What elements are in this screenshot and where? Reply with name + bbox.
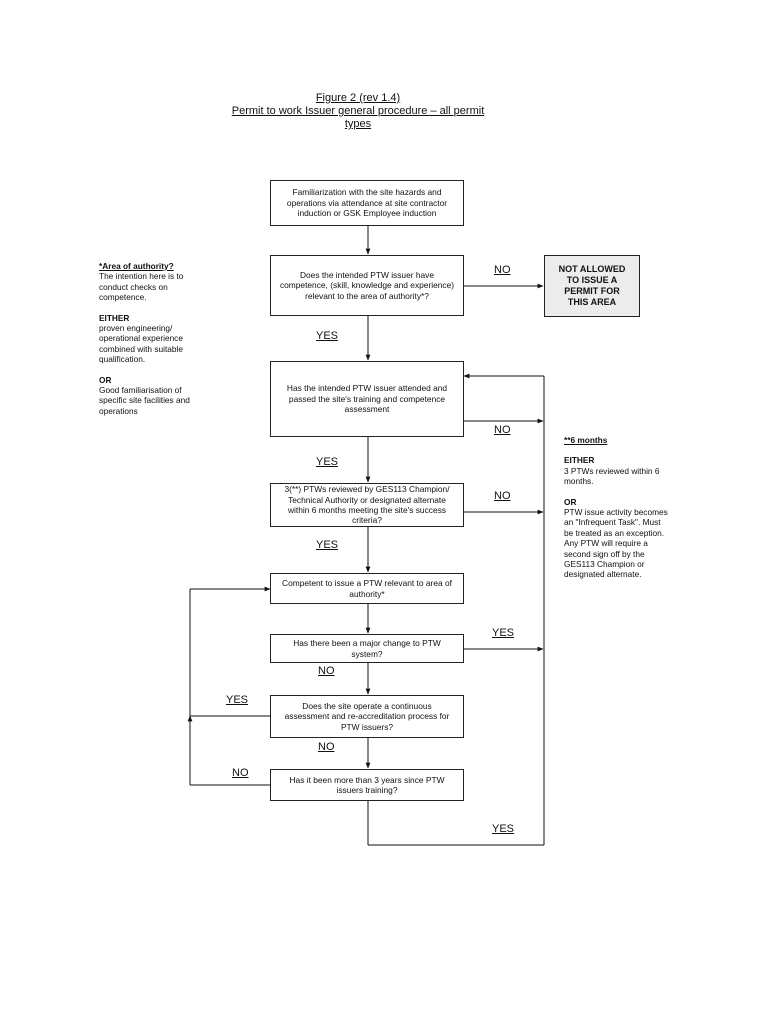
label-no-reviewed: NO: [494, 490, 511, 502]
box-competent: Competent to issue a PTW relevant to are…: [270, 573, 464, 604]
note-right-either-text: 3 PTWs reviewed within 6 months.: [564, 465, 660, 487]
label-yes-training: YES: [316, 456, 339, 468]
box-reviewed-question: 3(**) PTWs reviewed by GES113 Champion/ …: [270, 483, 464, 527]
note-right-or: OR: [564, 496, 577, 507]
label-yes-reviewed: YES: [316, 539, 339, 551]
label-no-major-change: NO: [318, 665, 335, 677]
box-three-years-question: Has it been more than 3 years since PTW …: [270, 769, 464, 801]
label-no-three-years: NO: [232, 767, 249, 779]
label-yes-major-change: YES: [492, 627, 515, 639]
box-continuous-question: Does the site operate a continuous asses…: [270, 695, 464, 738]
figure-title-line2: Permit to work Issuer general procedure …: [231, 105, 485, 117]
label-yes-continuous: YES: [226, 694, 249, 706]
note-left-or: OR: [99, 374, 112, 385]
note-left-intro: The intention here is to conduct checks …: [99, 271, 184, 303]
label-no-competence: NO: [494, 264, 511, 276]
note-six-months: **6 months EITHER 3 PTWs reviewed within…: [564, 435, 670, 580]
note-left-either: EITHER: [99, 312, 130, 323]
box-competence-question: Does the intended PTW issuer have compet…: [270, 255, 464, 316]
figure-title-line1: Figure 2 (rev 1.4): [315, 92, 401, 104]
label-no-training: NO: [494, 424, 511, 436]
label-yes-three-years: YES: [492, 823, 515, 835]
label-yes-competence: YES: [316, 330, 339, 342]
label-no-continuous: NO: [318, 741, 335, 753]
note-left-either-text: proven engineering/ operational experien…: [99, 323, 183, 365]
note-right-either: EITHER: [564, 455, 595, 466]
note-right-or-text: PTW issue activity becomes an "Infrequen…: [564, 507, 668, 580]
figure-title-line3: types: [344, 118, 372, 130]
box-major-change-question: Has there been a major change to PTW sys…: [270, 634, 464, 663]
box-not-allowed: NOT ALLOWED TO ISSUE A PERMIT FOR THIS A…: [544, 255, 640, 317]
note-left-heading: *Area of authority?: [99, 261, 174, 271]
note-left-or-text: Good familiarisation of specific site fa…: [99, 385, 190, 416]
box-familiarization: Familiarization with the site hazards an…: [270, 180, 464, 226]
note-right-heading: **6 months: [564, 435, 608, 445]
box-training-question: Has the intended PTW issuer attended and…: [270, 361, 464, 437]
note-area-of-authority: *Area of authority? The intention here i…: [99, 261, 207, 416]
